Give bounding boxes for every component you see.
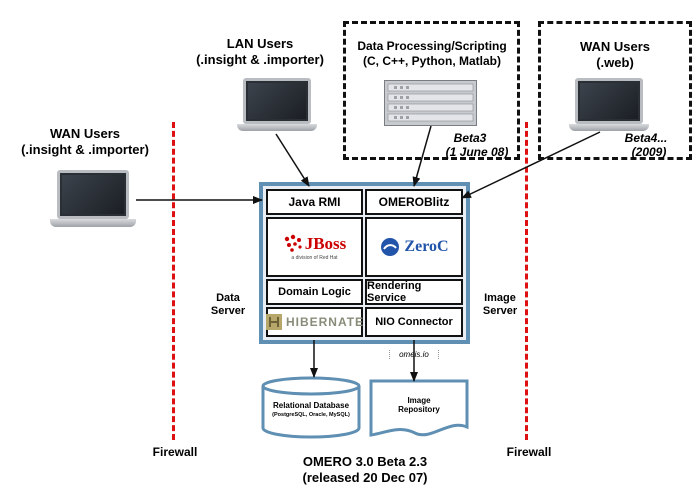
wan-web-title: WAN Users <box>579 39 651 54</box>
zeroc-logo-text: ZeroC <box>404 238 449 255</box>
jboss-cell: JBoss a division of Red Hat <box>266 217 363 277</box>
zeroc-cell: ZeroC <box>365 217 463 277</box>
database-subtitle: (PostgreSQL, Oracle, MySQL) <box>272 412 350 418</box>
jboss-dots-icon <box>284 234 302 252</box>
rendering-service-cell: Rendering Service <box>365 279 463 305</box>
domain-logic-cell: Domain Logic <box>266 279 363 305</box>
firewall-right-line <box>525 122 528 440</box>
dataproc-to-omeroblitz-arrow <box>412 125 432 187</box>
beta4-date: (2009) <box>631 145 667 159</box>
data-processing-title: Data Processing/Scripting <box>357 39 507 53</box>
relational-database <box>260 376 362 440</box>
database-title: Relational Database <box>272 401 350 410</box>
wan-left-title: WAN Users <box>49 126 121 141</box>
footer-title: OMERO 3.0 Beta 2.3 <box>302 454 428 469</box>
data-processing-subtitle: (C, C++, Python, Matlab) <box>362 54 501 68</box>
firewall-left-label: Firewall <box>152 445 198 459</box>
image-repository <box>369 379 469 439</box>
wan-left-laptop-icon <box>50 170 136 228</box>
beta3-note: Beta3 <box>453 131 487 145</box>
wan-web-laptop-icon <box>569 78 649 132</box>
firewall-left-line <box>172 122 175 440</box>
footer-subtitle: (released 20 Dec 07) <box>302 470 428 485</box>
java-rmi-cell: Java RMI <box>266 189 363 215</box>
nio-connector-cell: NIO Connector <box>365 307 463 337</box>
jboss-logo: JBoss <box>283 233 347 254</box>
beta3-date: (1 June 08) <box>445 145 509 159</box>
hibernate-logo: HIBERNATE <box>265 313 364 331</box>
jboss-tagline: a division of Red Hat <box>291 254 338 261</box>
wan-web-box <box>538 21 692 160</box>
hibernate-mark-icon <box>265 314 282 330</box>
rack-server-icon <box>384 80 477 126</box>
repository-title: Image Repository <box>398 396 440 415</box>
zeroc-logo: ZeroC <box>379 236 449 258</box>
data-processing-box <box>343 21 520 160</box>
hibernate-cell: HIBERNATE <box>265 307 364 337</box>
wan-web-to-omeroblitz-arrow <box>461 131 601 199</box>
jboss-logo-text: JBoss <box>304 233 347 253</box>
zeroc-globe-icon <box>381 238 400 256</box>
lan-to-javarmi-arrow <box>275 133 310 187</box>
hibernate-logo-text: HIBERNATE <box>285 315 365 329</box>
data-server-label: Data Server <box>210 292 246 317</box>
firewall-right-label: Firewall <box>506 445 552 459</box>
wan-web-subtitle: (.web) <box>596 55 634 70</box>
image-server-label: Image Server <box>482 292 518 317</box>
wan-left-subtitle: (.insight & .importer) <box>21 142 149 157</box>
lan-users-title: LAN Users <box>226 36 294 51</box>
omeroblitz-cell: OMEROBlitz <box>365 189 463 215</box>
beta4-note: Beta4... <box>624 131 668 145</box>
lan-laptop-icon <box>237 78 317 132</box>
lan-users-subtitle: (.insight & .importer) <box>196 52 324 67</box>
